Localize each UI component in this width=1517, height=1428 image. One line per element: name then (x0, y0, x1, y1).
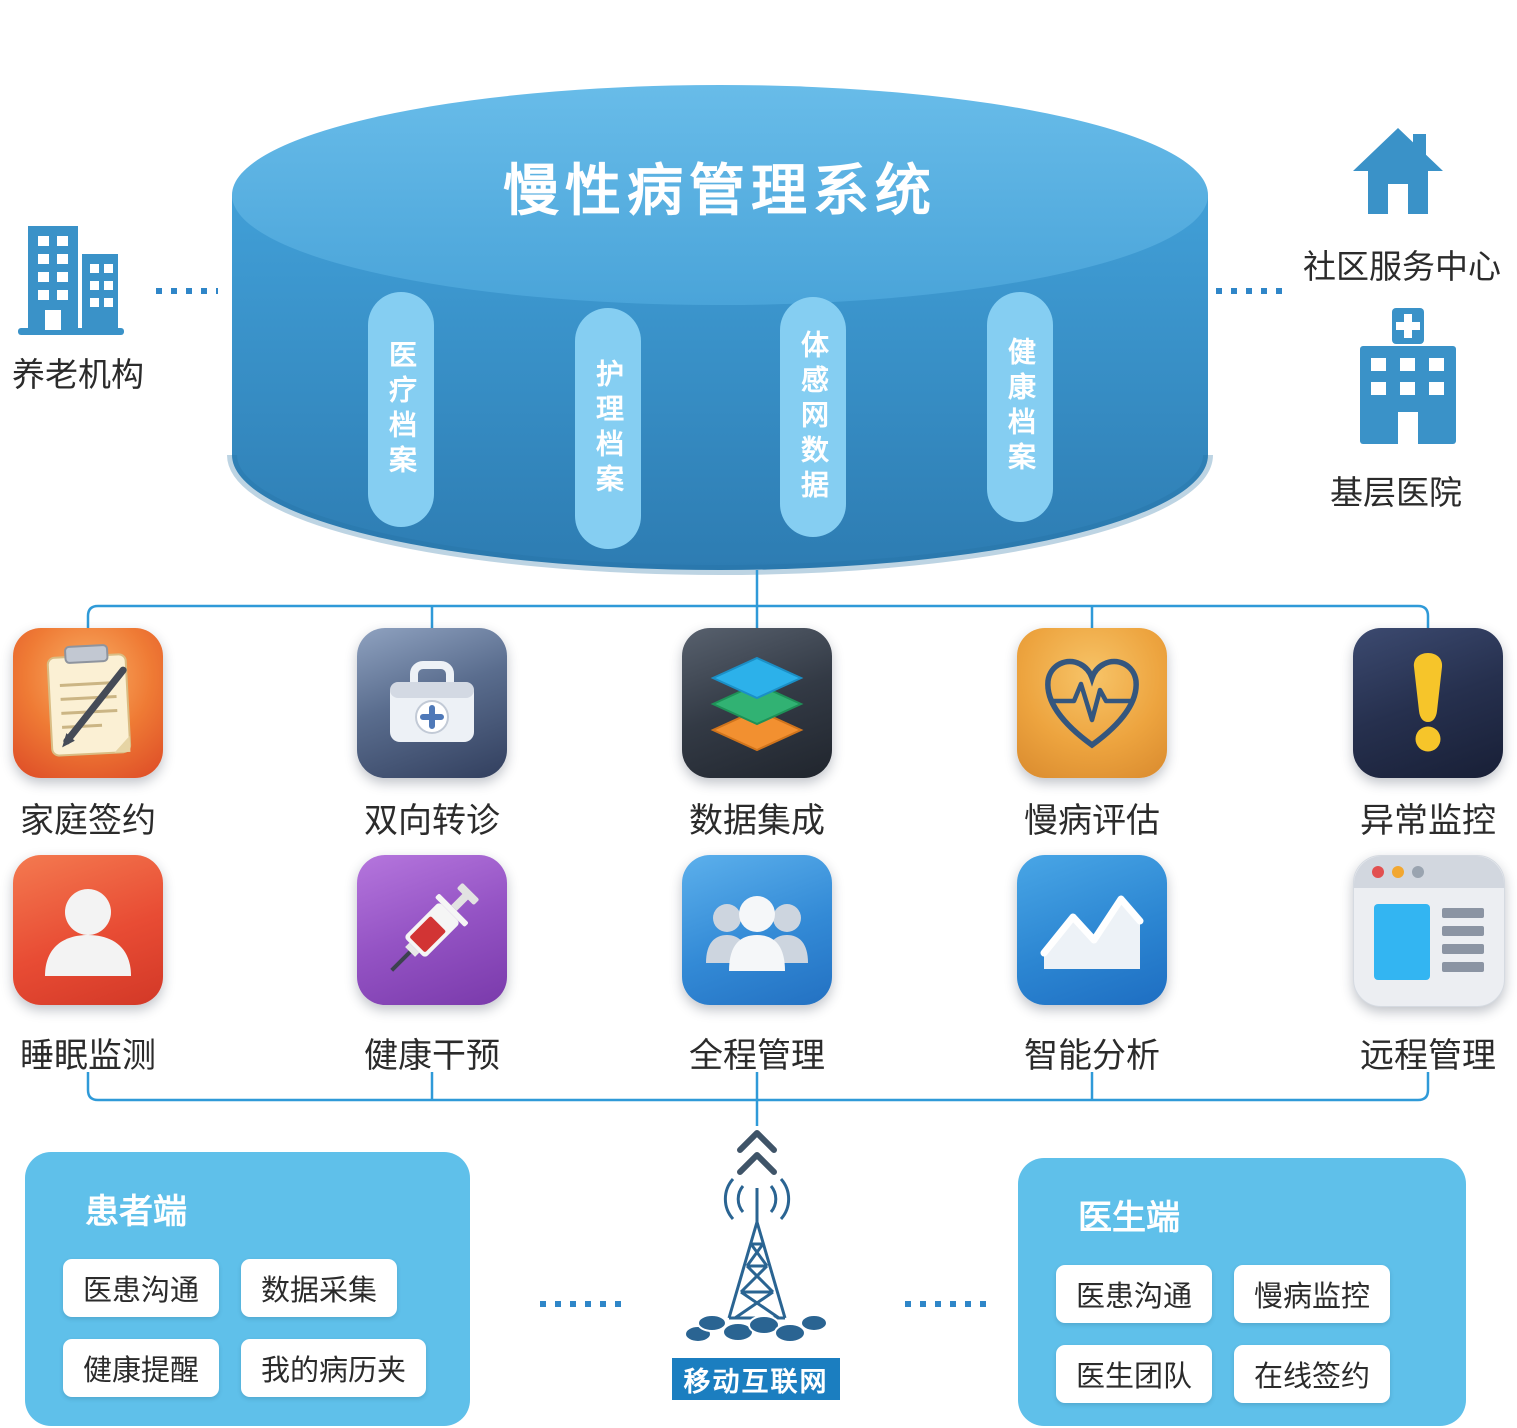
pill-label: 护理档案 (592, 358, 625, 499)
module-tile-remote-management (1353, 855, 1505, 1007)
people-group-icon (706, 896, 808, 971)
patient-feature-data-collection: 数据采集 (241, 1259, 398, 1317)
module-label-chronic-assessment: 慢病评估 (1024, 801, 1160, 841)
syringe-icon (390, 883, 479, 972)
patient-feature-my-medical-records: 我的病历夹 (241, 1339, 427, 1397)
patient-client-panel: 患者端 医患沟通 数据采集 健康提醒 我的病历夹 (25, 1152, 470, 1426)
module-label-remote-management: 远程管理 (1360, 1036, 1496, 1076)
mobile-internet-badge: 移动互联网 (672, 1358, 840, 1400)
clipboard-pen-icon (46, 644, 132, 757)
module-tile-sleep-monitoring (13, 855, 163, 1005)
module-label-intelligent-analysis: 智能分析 (1024, 1036, 1160, 1076)
database-pill-medical-records: 医疗档案 (368, 292, 434, 527)
module-tile-health-intervention (357, 855, 507, 1005)
doctor-feature-doctor-patient-communication: 医患沟通 (1056, 1265, 1213, 1323)
pill-label: 体感网数据 (797, 329, 830, 505)
first-aid-kit-icon (390, 661, 474, 742)
doctor-feature-doctor-team: 医生团队 (1056, 1345, 1213, 1403)
module-label-data-integration: 数据集成 (689, 801, 825, 841)
chevron-up-icon (737, 1130, 777, 1175)
module-tile-whole-process-management (682, 855, 832, 1005)
house-icon (1353, 128, 1443, 214)
database-pill-health-records: 健康档案 (987, 292, 1053, 522)
patient-feature-health-reminder: 健康提醒 (63, 1339, 220, 1397)
hospital-icon (1360, 308, 1456, 444)
database-cylinder (227, 85, 1213, 575)
heart-ecg-icon (1045, 658, 1139, 749)
top-connector-bracket (86, 570, 1430, 628)
module-label-anomaly-monitoring: 异常监控 (1360, 801, 1496, 841)
doctor-panel-title: 医生端 (1078, 1198, 1180, 1238)
patient-panel-title: 患者端 (85, 1192, 187, 1232)
building-icon (18, 226, 124, 335)
doctor-feature-online-signing: 在线签约 (1234, 1345, 1391, 1403)
module-label-family-signing: 家庭签约 (20, 801, 156, 841)
module-label-health-intervention: 健康干预 (364, 1036, 500, 1076)
pill-label: 医疗档案 (385, 339, 418, 480)
pill-label: 健康档案 (1004, 337, 1037, 477)
trend-chart-icon (1040, 895, 1144, 969)
entity-label-primary-hospital: 基层医院 (1330, 473, 1462, 512)
module-tile-intelligent-analysis (1017, 855, 1167, 1005)
module-label-two-way-referral: 双向转诊 (364, 801, 500, 841)
entity-label-community-center: 社区服务中心 (1303, 247, 1501, 286)
browser-window-icon (1354, 856, 1504, 980)
module-tile-family-signing (13, 628, 163, 778)
doctor-client-panel: 医生端 医患沟通 慢病监控 医生团队 在线签约 (1018, 1158, 1466, 1426)
module-tile-chronic-assessment (1017, 628, 1167, 778)
system-title: 慢性病管理系统 (503, 159, 937, 224)
module-label-sleep-monitoring: 睡眠监测 (20, 1036, 156, 1076)
module-label-whole-process-management: 全程管理 (689, 1036, 825, 1076)
doctor-feature-chronic-disease-monitoring: 慢病监控 (1234, 1265, 1391, 1323)
dotted-links (156, 288, 1284, 1307)
module-tile-anomaly-monitoring (1353, 628, 1503, 778)
database-pill-nursing-records: 护理档案 (575, 308, 641, 549)
stacked-layers-icon (710, 656, 804, 752)
exclamation-icon (1413, 653, 1443, 752)
patient-feature-doctor-patient-communication: 医患沟通 (63, 1259, 220, 1317)
person-silhouette-icon (45, 889, 131, 976)
radio-tower-icon (684, 1178, 828, 1343)
module-tile-two-way-referral (357, 628, 507, 778)
bottom-connector-bracket (86, 1072, 1430, 1126)
entity-label-elderly-care: 养老机构 (12, 355, 144, 394)
module-tile-data-integration (682, 628, 832, 778)
database-pill-sensor-data: 体感网数据 (780, 297, 846, 537)
